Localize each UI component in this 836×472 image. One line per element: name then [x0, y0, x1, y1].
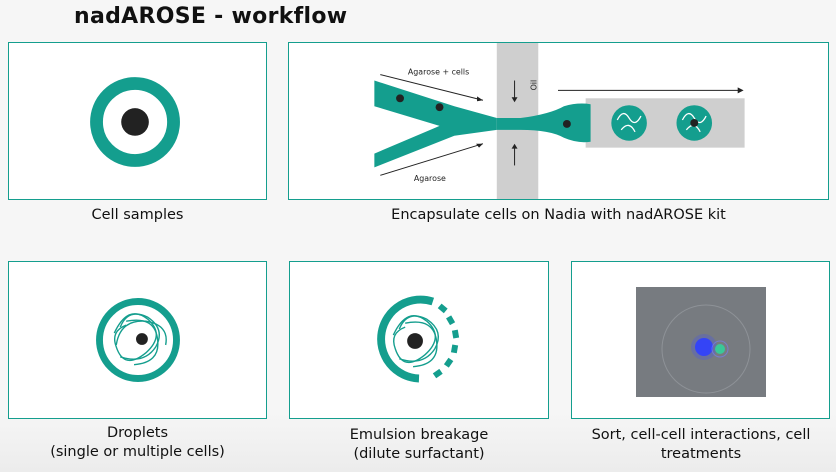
- cell-nucleus: [121, 108, 149, 136]
- caption-sort-line2: treatments: [660, 446, 742, 462]
- caption-droplets-line1: Droplets: [106, 425, 169, 441]
- caption-droplets-line2: (single or multiple cells): [50, 444, 225, 460]
- microfluidic-chip-diagram: Agarose + cells Agarose Oil: [374, 43, 745, 199]
- panel-cell-samples: [8, 42, 267, 200]
- caption-sort-line1: Sort, cell-cell interactions, cell: [591, 427, 811, 443]
- cell-fluorescent-blue: [695, 338, 713, 356]
- cell-in-channel: [396, 94, 404, 103]
- droplet-ring: [96, 298, 180, 382]
- label-oil: Oil: [529, 80, 538, 91]
- broken-oil-shell: [377, 295, 435, 383]
- agarose-gel-mesh: [392, 315, 440, 368]
- panel-sort: [571, 261, 830, 419]
- agarose-cells-arrow: [380, 74, 484, 101]
- cell-sample-illustration: [90, 77, 180, 167]
- droplet-cell: [136, 333, 148, 345]
- junction-stream: [496, 103, 591, 143]
- caption-emulsion: Emulsion breakage (dilute surfactant): [289, 426, 549, 464]
- label-agarose-cells: Agarose + cells: [408, 68, 469, 77]
- cell-in-channel: [435, 103, 444, 112]
- emulsion-breakage-illustration: [377, 295, 460, 383]
- panel-emulsion: [289, 261, 549, 419]
- agarose-bead-outline: [661, 304, 751, 394]
- agarose-arrow: [380, 143, 484, 176]
- caption-cell-samples: Cell samples: [91, 207, 184, 223]
- panel-droplets: [8, 261, 267, 419]
- page-title: nadAROSE - workflow: [74, 4, 348, 29]
- outlet-channel: [585, 98, 745, 148]
- released-bead-cell: [407, 333, 423, 349]
- panel-encapsulate: Agarose + cells Agarose Oil: [288, 42, 829, 200]
- cell-forming-droplet: [562, 120, 571, 128]
- bottom-shadow-band: [0, 412, 836, 472]
- droplet-illustration: [96, 298, 180, 382]
- label-agarose: Agarose: [414, 174, 446, 183]
- cell-fluorescent-green: [715, 344, 725, 354]
- encapsulated-droplet: [611, 105, 647, 141]
- agarose-gel-mesh: [113, 313, 167, 366]
- caption-sort: Sort, cell-cell interactions, cell treat…: [566, 426, 836, 464]
- caption-encapsulate: Encapsulate cells on Nadia with nadAROSE…: [391, 207, 726, 223]
- microscopy-image: [636, 287, 766, 397]
- caption-droplets: Droplets (single or multiple cells): [8, 424, 267, 462]
- shell-fragments: [432, 303, 460, 379]
- agarose-inlet-y: [374, 80, 497, 168]
- caption-emulsion-line1: Emulsion breakage: [349, 427, 489, 443]
- cell-outer-ring: [90, 77, 180, 167]
- caption-emulsion-line2: (dilute surfactant): [353, 446, 485, 462]
